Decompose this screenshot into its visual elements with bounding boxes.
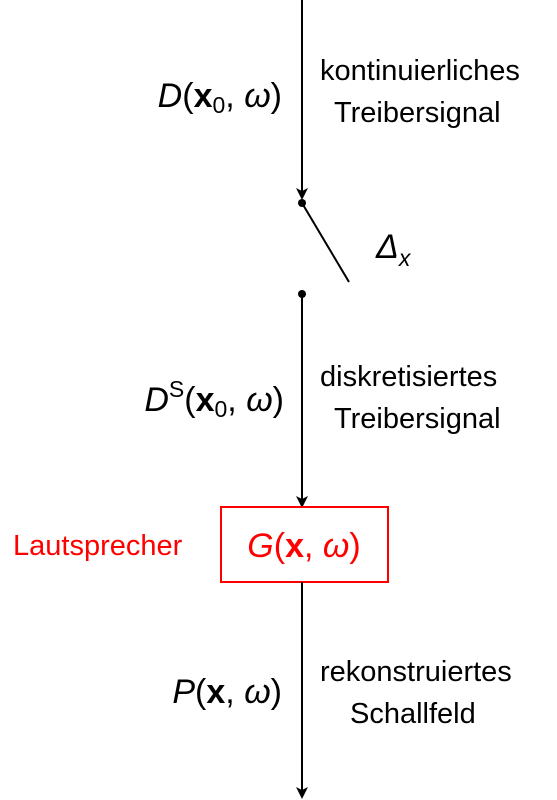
stage2-desc-line1: diskretisiertes (320, 361, 497, 393)
loudspeaker-formula: G(x, ω) (247, 527, 360, 565)
stage3-formula: P(x, ω) (172, 673, 282, 711)
stage1-formula: D(x0, ω) (158, 77, 282, 118)
stage2-desc-line2: Treibersignal (334, 403, 501, 435)
loudspeaker-box (220, 506, 389, 583)
stage2-formula: DS(x0, ω) (144, 376, 284, 422)
stage3-desc-line1: rekonstruiertes (320, 656, 512, 688)
loudspeaker-label: Lautsprecher (13, 530, 183, 562)
stage1-desc-line1: kontinuierliches (320, 55, 520, 87)
stage1-desc-line2: Treibersignal (334, 97, 501, 129)
sampling-symbol: Δx (375, 228, 412, 271)
stage3-desc-line2: Schallfeld (350, 698, 476, 730)
switch-blade (301, 202, 350, 283)
